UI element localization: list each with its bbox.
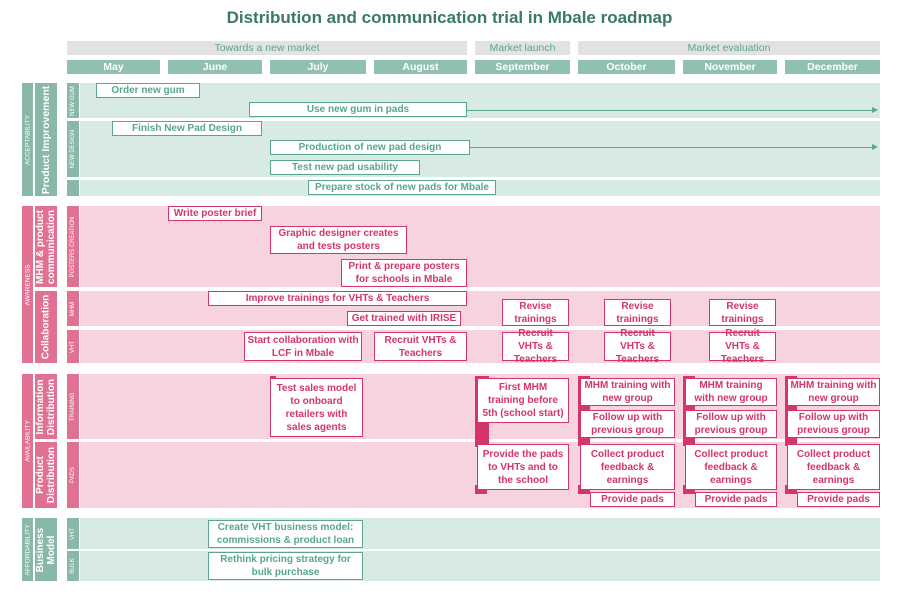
task-recruit-october: Recruit VHTs & Teachers — [604, 328, 671, 365]
month-october: October — [578, 60, 675, 74]
phase-market-evaluation: Market evaluation — [578, 41, 880, 55]
group-mhm-communication: MHM & product communication — [35, 206, 57, 287]
arrow-line-gum — [466, 110, 872, 111]
row-label-new-design: NEW DESIGN — [67, 121, 79, 177]
task-order-new-gum: Order new gum — [96, 83, 200, 98]
arrowhead-icon — [872, 107, 878, 113]
row-label-vht-business: VHT — [67, 518, 79, 549]
task-start-collaboration: Start collaboration with LCF in Mbale — [244, 332, 362, 361]
section-availability: AVAILABILITY — [22, 374, 33, 508]
task-mhm-training-november: MHM training with new group — [685, 378, 777, 406]
section-label: ACCEPTABILITY — [24, 114, 31, 165]
task-provide-pads-december: Provide pads — [797, 492, 880, 507]
group-label: Information Distribution — [35, 378, 57, 435]
task-revise-trainings-october: Revise trainings — [604, 299, 671, 326]
band-bulk — [80, 551, 880, 581]
section-label: AVAILABILITY — [24, 420, 31, 462]
task-follow-up-october: Follow up with previous group — [580, 410, 675, 438]
group-label: Collaboration — [40, 294, 52, 360]
month-september: September — [475, 60, 570, 74]
month-july: July — [270, 60, 366, 74]
group-product-distribution: Product Distribution — [35, 442, 57, 508]
task-provide-pads-november: Provide pads — [695, 492, 777, 507]
task-collect-feedback-december: Collect product feedback & earnings — [787, 444, 880, 490]
row-label-training: TRAINING — [67, 374, 79, 439]
task-rethink-pricing-strategy: Rethink pricing strategy for bulk purcha… — [208, 552, 363, 580]
row-label: TRAINING — [70, 392, 76, 421]
task-finish-new-pad-design: Finish New Pad Design — [112, 121, 262, 136]
row-label: VHT — [70, 340, 76, 353]
task-follow-up-december: Follow up with previous group — [787, 410, 880, 438]
row-label: BULK — [70, 558, 76, 574]
arrow-line-production — [470, 147, 872, 148]
month-december: December — [785, 60, 880, 74]
section-label: AWARENESS — [24, 263, 31, 306]
group-label: Product Distribution — [35, 446, 57, 504]
task-print-posters: Print & prepare posters for schools in M… — [341, 259, 467, 287]
group-label: Business Model — [35, 527, 57, 572]
group-collaboration: Collaboration — [35, 291, 57, 363]
band-new-gum — [80, 83, 880, 118]
task-revise-trainings-november: Revise trainings — [709, 299, 776, 326]
task-revise-trainings-september: Revise trainings — [502, 299, 569, 326]
row-label-bulk: BULK — [67, 551, 79, 581]
row-label: PADS — [70, 467, 76, 483]
task-prepare-stock: Prepare stock of new pads for Mbale — [308, 180, 496, 195]
row-label: VHT — [70, 527, 76, 540]
group-business-model: Business Model — [35, 518, 57, 581]
row-label-pads: PADS — [67, 442, 79, 508]
task-provide-pads-october: Provide pads — [590, 492, 675, 507]
page-title: Distribution and communication trial in … — [226, 8, 673, 27]
task-production-new-pad-design: Production of new pad design — [270, 140, 470, 155]
row-label-mhm: MHM — [67, 291, 79, 326]
group-label: Product Improvement — [40, 85, 52, 194]
band-vht-business — [80, 518, 880, 549]
task-write-poster-brief: Write poster brief — [168, 206, 262, 221]
task-provide-pads-september: Provide the pads to VHTs and to the scho… — [477, 444, 569, 490]
task-get-trained-irise: Get trained with IRISE — [347, 311, 461, 326]
section-awareness: AWARENESS — [22, 206, 33, 363]
arrowhead-icon — [872, 144, 878, 150]
row-label: NEW DESIGN — [70, 129, 76, 169]
task-improve-trainings: Improve trainings for VHTs & Teachers — [208, 291, 467, 306]
group-product-improvement: Product Improvement — [35, 83, 57, 196]
row-label-blank — [67, 180, 79, 196]
section-acceptability: ACCEPTABILITY — [22, 83, 33, 196]
task-recruit-november: Recruit VHTs & Teachers — [709, 328, 776, 365]
row-label-vht: VHT — [67, 330, 79, 363]
task-mhm-training-december: MHM training with new group — [787, 378, 880, 406]
phase-market-launch: Market launch — [475, 41, 570, 55]
row-label: POSTERS CREATION — [70, 216, 76, 277]
section-affordability: AFFORDABILITY — [22, 518, 33, 581]
task-create-vht-business-model: Create VHT business model: commissions &… — [208, 520, 363, 548]
row-label: MHM — [70, 301, 76, 316]
task-graphic-designer-posters: Graphic designer creates and tests poste… — [270, 226, 407, 254]
task-test-sales-model: Test sales model to onboard retailers wi… — [270, 378, 363, 437]
task-follow-up-november: Follow up with previous group — [685, 410, 777, 438]
month-may: May — [67, 60, 160, 74]
group-information-distribution: Information Distribution — [35, 374, 57, 439]
month-june: June — [168, 60, 262, 74]
row-label-new-gum: NEW GUM — [67, 83, 79, 118]
task-test-new-pad-usability: Test new pad usability — [270, 160, 420, 175]
task-mhm-training-october: MHM training with new group — [580, 378, 675, 406]
task-first-mhm-training: First MHM training before 5th (school st… — [477, 378, 569, 423]
task-collect-feedback-november: Collect product feedback & earnings — [685, 444, 777, 490]
group-label: MHM & product communication — [35, 209, 57, 284]
month-august: August — [374, 60, 467, 74]
phase-towards-new-market: Towards a new market — [67, 41, 467, 55]
row-label-posters-creation: POSTERS CREATION — [67, 206, 79, 287]
row-label: NEW GUM — [70, 85, 76, 116]
task-recruit-august: Recruit VHTs & Teachers — [374, 332, 467, 361]
task-recruit-september: Recruit VHTs & Teachers — [502, 328, 569, 365]
task-collect-feedback-october: Collect product feedback & earnings — [580, 444, 675, 490]
section-label: AFFORDABILITY — [24, 524, 31, 575]
task-use-new-gum: Use new gum in pads — [249, 102, 467, 117]
month-november: November — [683, 60, 777, 74]
